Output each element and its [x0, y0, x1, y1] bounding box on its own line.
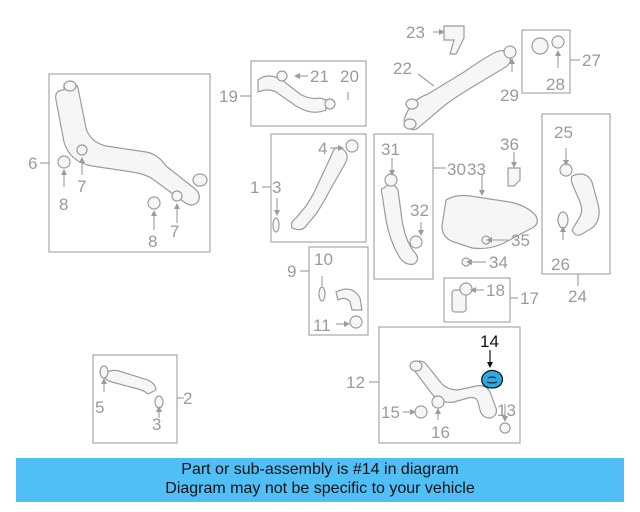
group-box-9: [308, 246, 369, 336]
clamp-29: [503, 45, 517, 59]
group-box-27: [521, 29, 571, 94]
callout-6: 6: [28, 154, 37, 173]
ring-18: [459, 282, 473, 296]
clamp-4: [345, 139, 359, 153]
group-box-19: [250, 60, 367, 127]
grommet-16: [431, 395, 445, 409]
callout-31: 31: [381, 140, 400, 159]
clamp-20: [324, 98, 336, 110]
hose-part-24: [570, 173, 600, 236]
bracket-23: [443, 25, 465, 55]
clamp-32: [409, 235, 423, 249]
clamp-31: [384, 173, 398, 187]
seal-3: [272, 217, 280, 233]
bushing-8-bottom: [147, 196, 161, 210]
clamp-21: [276, 70, 288, 82]
pipe-end-6b: [63, 80, 77, 92]
callout-3a: 3: [272, 178, 281, 197]
filter-17: [451, 289, 467, 313]
seal-13: [499, 422, 511, 434]
callout-28: 28: [546, 75, 565, 94]
group-box-17: [443, 277, 511, 323]
pipe-end-22b: [405, 98, 419, 110]
callout-18: 18: [486, 281, 505, 300]
ring-28: [551, 35, 565, 49]
callout-24: 24: [568, 287, 587, 306]
callout-4: 4: [318, 139, 327, 158]
ring-27: [531, 37, 549, 55]
seal-26: [557, 211, 569, 229]
callout-22: 22: [393, 59, 412, 78]
hose-part-2: [103, 369, 157, 395]
pipe-end-22a: [403, 118, 417, 130]
callout-20: 20: [340, 67, 359, 86]
group-box-12: [378, 326, 521, 444]
callout-14-highlighted: 14: [480, 332, 499, 351]
info-banner: Part or sub-assembly is #14 in diagram D…: [16, 458, 624, 502]
callout-9: 9: [287, 262, 296, 281]
callout-15: 15: [381, 403, 400, 422]
grommet-7-bottom: [171, 190, 183, 202]
pipe-end-12: [409, 360, 423, 372]
parts-diagram: 6 7 8 8 7 19 21 20 23 22 29 27 28 1 3 4 …: [28, 23, 611, 444]
callout-34: 34: [489, 253, 508, 272]
seal-10: [318, 286, 326, 302]
banner-line-2: Diagram may not be specific to your vehi…: [165, 480, 475, 497]
callout-7a: 7: [77, 177, 86, 196]
bushing-8-top: [57, 155, 71, 169]
callout-3b: 3: [152, 415, 161, 434]
callout-8a: 8: [59, 195, 68, 214]
callout-8b: 8: [148, 232, 157, 251]
bracket-36: [507, 167, 521, 187]
callout-7b: 7: [170, 222, 179, 241]
seal-5: [99, 365, 109, 379]
callout-13: 13: [497, 401, 516, 420]
pipe-end-6: [192, 173, 208, 187]
group-box-24: [541, 113, 611, 275]
hose-part-9: [335, 288, 363, 311]
callout-27: 27: [582, 51, 601, 70]
callout-29: 29: [500, 86, 519, 105]
hose-part-1: [290, 147, 348, 231]
callout-12: 12: [346, 373, 365, 392]
callout-21: 21: [310, 67, 329, 86]
callout-17: 17: [520, 289, 539, 308]
callout-2: 2: [183, 389, 192, 408]
grommet-7-top: [76, 144, 88, 156]
callout-25: 25: [554, 123, 573, 142]
callout-11: 11: [313, 316, 331, 335]
clamp-part-14-highlighted: [481, 369, 504, 389]
callout-26: 26: [551, 255, 570, 274]
banner-line-1: Part or sub-assembly is #14 in diagram: [181, 461, 459, 478]
clamp-11: [349, 315, 363, 329]
callout-35: 35: [511, 231, 530, 250]
callout-1: 1: [250, 178, 259, 197]
callout-16: 16: [431, 423, 450, 442]
pipe-part-6: [55, 81, 200, 206]
intercooler-33: [441, 194, 538, 250]
pipe-part-22: [403, 50, 511, 131]
callout-19: 19: [219, 87, 238, 106]
callout-30: 30: [447, 160, 466, 179]
bushing-15: [414, 405, 428, 419]
group-box-2: [92, 354, 178, 444]
group-box-30: [373, 133, 434, 280]
callout-10: 10: [314, 250, 333, 269]
callout-33: 33: [467, 160, 486, 179]
callout-23: 23: [406, 23, 425, 42]
group-box-1: [270, 133, 367, 243]
callout-5: 5: [95, 398, 104, 417]
hose-part-30: [380, 183, 419, 265]
callout-36: 36: [500, 135, 519, 154]
callout-32: 32: [410, 201, 429, 220]
